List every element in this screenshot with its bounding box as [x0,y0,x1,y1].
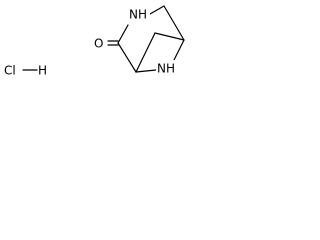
nh-top-atom-label: NH [129,8,147,22]
ch2-to-bridgehead-right-bond [163,5,185,41]
bicyclic-lactam [107,5,185,73]
bridgehead-left-to-bridge-ch2-bond [135,32,156,73]
o-label-bg [93,35,106,51]
nh-bottom-label-bg [156,60,178,76]
oxygen-atom-label: O [94,37,103,51]
bridgehead-left-to-carbonyl-bond [117,42,137,73]
hydrochloride-salt: Cl H [4,64,47,78]
bridgehead-right-to-nh-bottom-bond [172,39,185,63]
nh-top-label-bg [128,6,150,22]
chlorine-atom-label: Cl [4,64,16,78]
carbonyl-to-nh-top-bond [117,24,129,44]
bridge-ch2-to-bridgehead-right-bond [154,32,185,41]
nh-top-to-ch2-bond [149,5,165,15]
nh-bottom-atom-label: NH [157,62,175,76]
nh-bottom-to-bridgehead-left-bond [135,69,157,73]
hydrogen-atom-label: H [38,64,47,78]
chemical-structure: Cl H O NH NH [4,5,185,78]
